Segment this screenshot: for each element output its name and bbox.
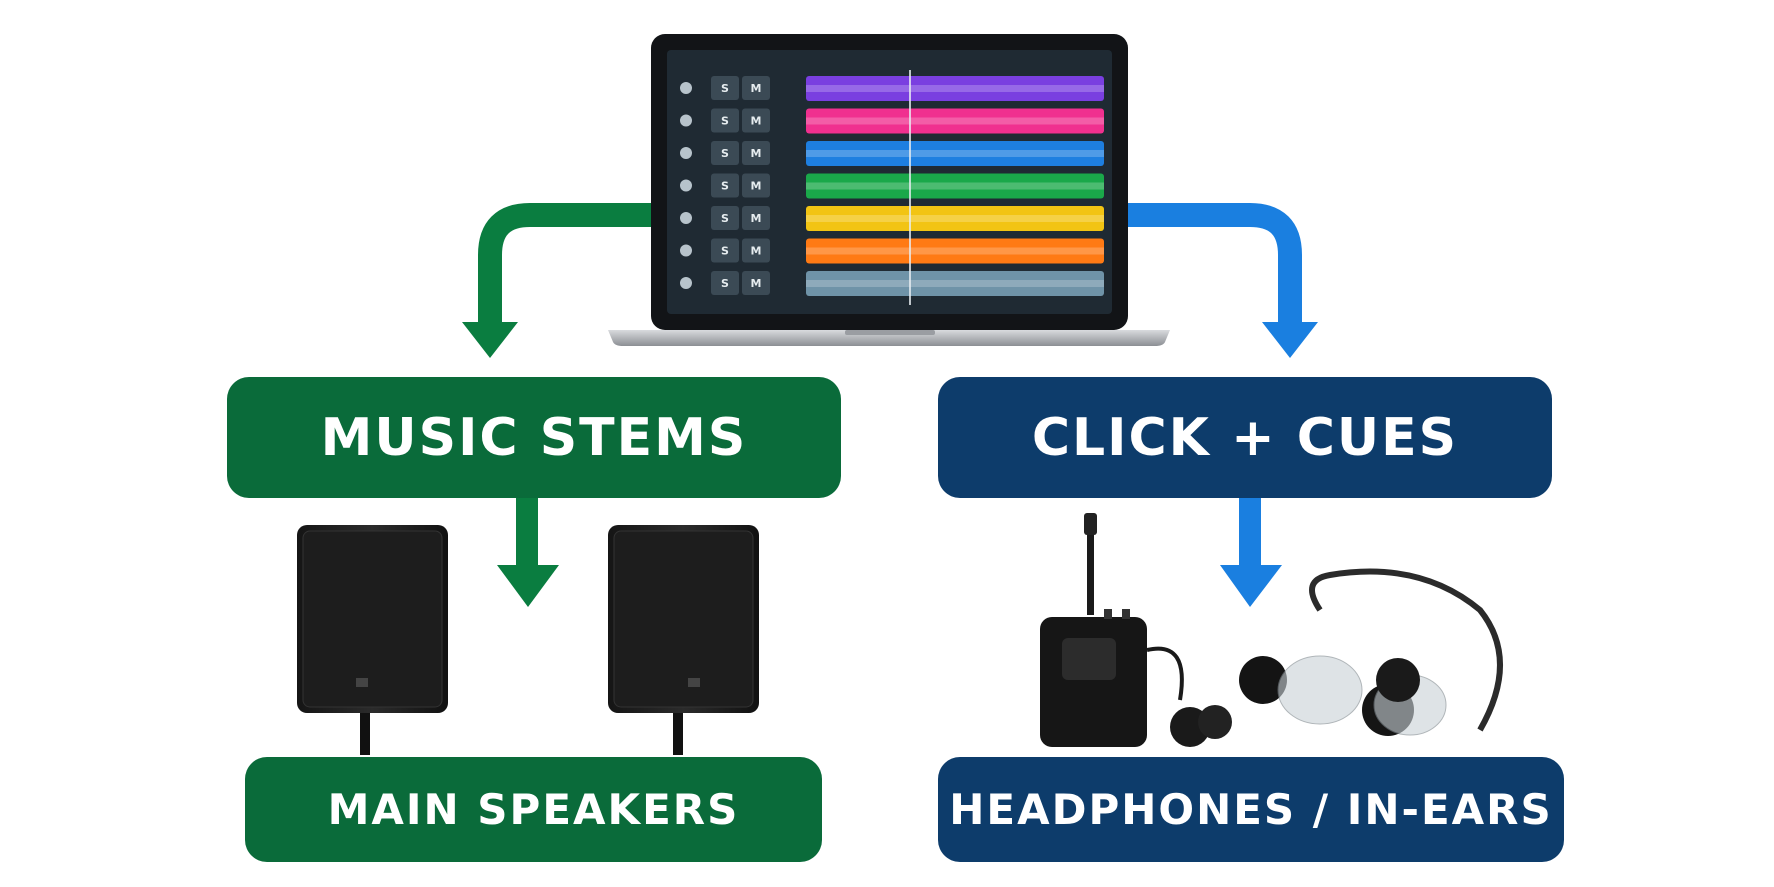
speaker-icon [297, 525, 448, 755]
mute-button[interactable] [742, 141, 770, 165]
waveform-detail [806, 182, 1104, 190]
record-arm-button[interactable] [680, 179, 692, 192]
record-arm-button[interactable] [680, 82, 692, 94]
track-waveform [806, 141, 1104, 166]
solo-button[interactable] [711, 141, 739, 165]
solo-button[interactable] [711, 76, 739, 100]
mute-button-label: M [751, 147, 762, 160]
solo-button-label: S [721, 115, 729, 128]
waveform-detail [806, 247, 1104, 255]
solo-button-label: S [721, 147, 729, 160]
record-arm-button[interactable] [680, 114, 692, 127]
mute-button[interactable] [742, 173, 770, 198]
solo-button-label: S [721, 277, 729, 290]
record-arm-button[interactable] [680, 244, 692, 257]
mute-button[interactable] [742, 76, 770, 100]
arrow-to-headphones [1220, 498, 1282, 607]
solo-button-label: S [721, 180, 729, 193]
in-ear-monitor-icon [1146, 568, 1503, 747]
waveform-detail [806, 150, 1104, 157]
arrow-to-main-speakers [497, 498, 559, 607]
mute-button-label: M [751, 115, 762, 128]
track-waveform [806, 238, 1104, 264]
main-speakers-box: MAIN SPEAKERS [245, 757, 822, 862]
solo-button[interactable] [711, 238, 739, 263]
solo-button[interactable] [711, 206, 739, 230]
mute-button[interactable] [742, 238, 770, 263]
waveform-detail [806, 215, 1104, 222]
waveform-detail [806, 280, 1104, 287]
solo-button-label: S [721, 245, 729, 258]
waveform-detail [806, 117, 1104, 125]
arrow-to-click-cues [1125, 203, 1318, 358]
music-stems-box: MUSIC STEMS [227, 377, 841, 498]
record-arm-button[interactable] [680, 147, 692, 159]
track-waveform [806, 173, 1104, 199]
mute-button-label: M [751, 245, 762, 258]
track-waveform [806, 76, 1104, 101]
solo-button[interactable] [711, 173, 739, 198]
track-waveform [806, 206, 1104, 231]
record-arm-button[interactable] [680, 277, 692, 289]
mute-button[interactable] [742, 108, 770, 133]
solo-button[interactable] [711, 271, 739, 295]
arrow-to-music-stems [462, 203, 655, 358]
bodypack-receiver-icon [1040, 513, 1147, 747]
track-waveform [806, 271, 1104, 296]
mute-button[interactable] [742, 206, 770, 230]
speaker-icon [608, 525, 759, 755]
record-arm-button[interactable] [680, 212, 692, 224]
mute-button-label: M [751, 82, 762, 95]
solo-button-label: S [721, 212, 729, 225]
headphones-box: HEADPHONES / IN-EARS [938, 757, 1564, 862]
solo-button[interactable] [711, 108, 739, 133]
waveform-detail [806, 85, 1104, 92]
track-waveform [806, 108, 1104, 134]
mute-button-label: M [751, 277, 762, 290]
click-cues-box: CLICK + CUES [938, 377, 1552, 498]
mute-button-label: M [751, 212, 762, 225]
mute-button-label: M [751, 180, 762, 193]
solo-button-label: S [721, 82, 729, 95]
mute-button[interactable] [742, 271, 770, 295]
